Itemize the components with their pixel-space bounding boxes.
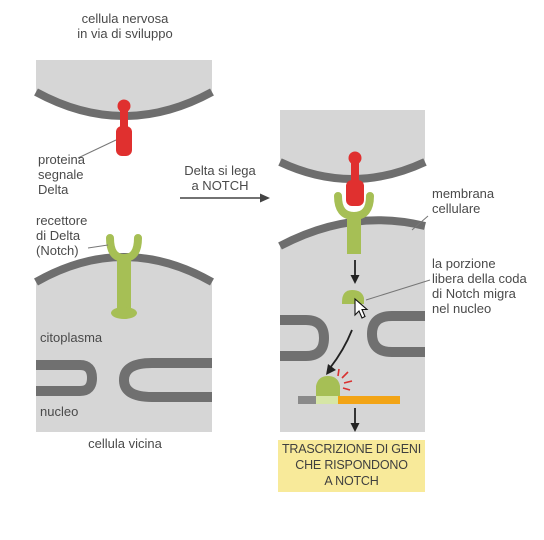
developing-cell-label: cellula nervosa in via di sviluppo [77, 11, 173, 41]
delta-pointer-line [77, 139, 117, 159]
neighbor-nuclear-envelope-left [36, 360, 98, 396]
developing-cell-cytoplasm [36, 60, 212, 116]
delta-protein-label: proteina segnale Delta [38, 152, 85, 197]
nuclear-notch-tail [316, 376, 340, 396]
mouse-cursor-icon [354, 297, 369, 319]
cleavage-arrow [350, 260, 360, 284]
free-tail-label: la porzione libera della coda di Notch m… [432, 256, 527, 316]
notch-receptor-label: recettore di Delta (Notch) [36, 213, 88, 258]
bound-delta-protein [346, 151, 364, 206]
activation-spark-icon [337, 368, 353, 391]
receiving-nuclear-envelope-right [366, 311, 425, 357]
transcription-result-box [278, 440, 425, 492]
neighbor-nuclear-envelope-right [118, 358, 212, 402]
transcription-arrow [350, 408, 360, 432]
neighbor-cell-label: cellula vicina [88, 436, 162, 451]
cytoplasm-label: citoplasma [40, 330, 103, 345]
delta-protein [116, 99, 132, 156]
notch-pointer-line [87, 244, 109, 249]
free-notch-tail [342, 290, 364, 304]
transcription-result-label: TRASCRIZIONE DI GENI CHE RISPONDONO A NO… [281, 442, 422, 488]
signal-cell-cytoplasm [280, 110, 425, 179]
arrow-caption: Delta si lega a NOTCH [184, 163, 256, 193]
notch-receptor [106, 234, 142, 319]
bound-notch-receptor [334, 192, 374, 254]
binding-arrow [180, 193, 270, 203]
free-tail-pointer-line [365, 279, 431, 301]
gene-dna-strand [298, 396, 400, 404]
cell-membrane-label: membrana cellulare [432, 186, 495, 216]
membrane-pointer-line [411, 215, 429, 231]
migration-arrow [326, 329, 353, 375]
nucleus-label: nucleo [40, 404, 79, 419]
receiving-cell-cytoplasm [280, 220, 425, 432]
receiving-nuclear-envelope-left [280, 315, 330, 361]
